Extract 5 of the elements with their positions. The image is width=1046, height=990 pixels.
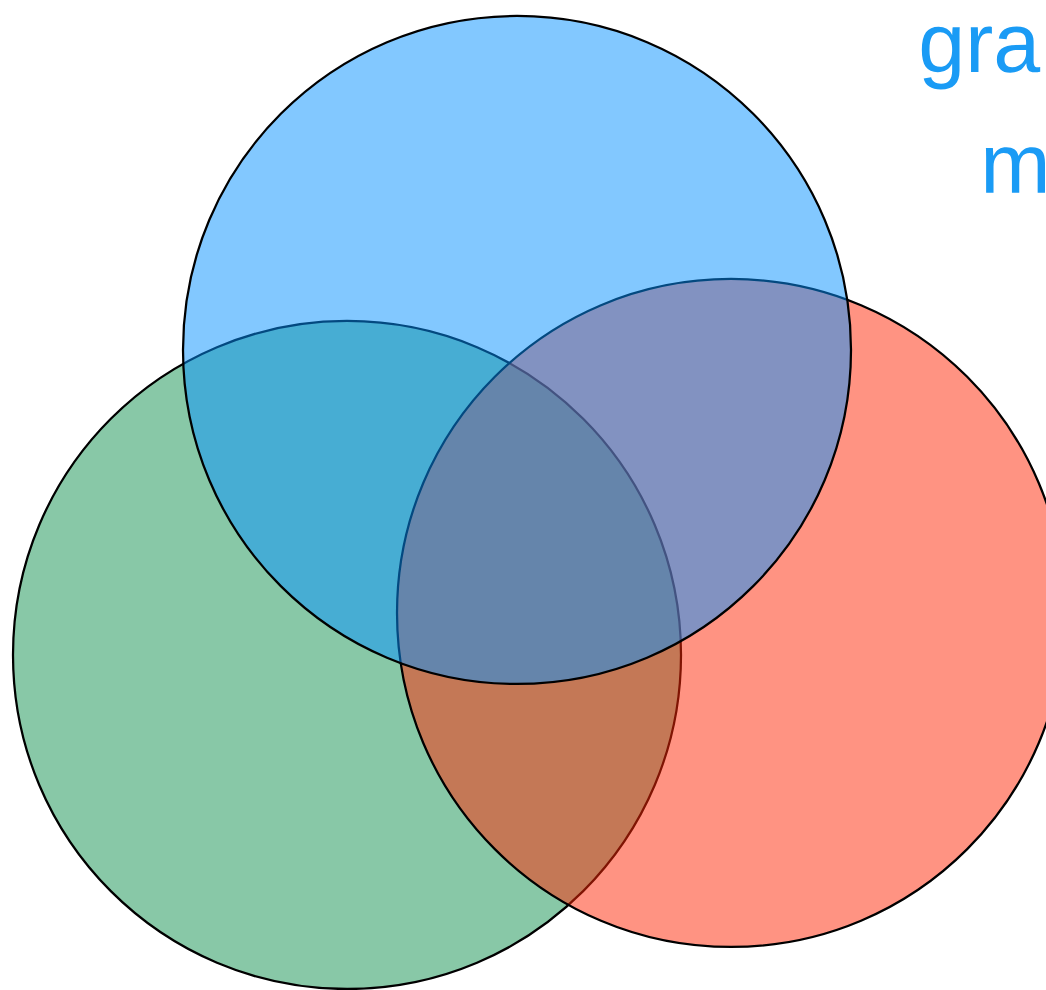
venn-circle (181, 14, 853, 686)
title-text: gra (921, 26, 1041, 90)
title-text: m (985, 147, 1045, 193)
venn-circle (11, 319, 683, 990)
venn-circle (395, 277, 1046, 949)
